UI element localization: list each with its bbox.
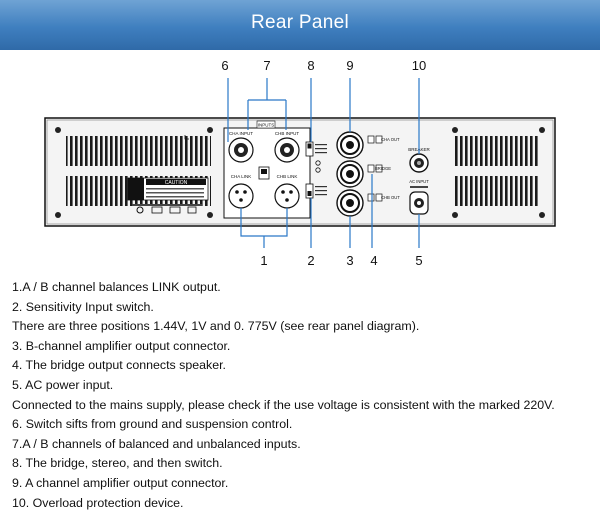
- ac-input-label: AC INPUT: [409, 179, 429, 184]
- description-list: 1.A / B channel balances LINK output. 2.…: [12, 278, 597, 513]
- cha-input-label: CHA INPUT: [229, 131, 253, 136]
- bridge-label: BRIDGE: [375, 166, 391, 171]
- header-background: [0, 0, 600, 50]
- callout-3: 3: [346, 253, 353, 268]
- description-line: 10. Overload protection device.: [12, 495, 184, 510]
- chb-link-xlr: [274, 183, 300, 209]
- header-banner: Rear Panel: [0, 0, 600, 50]
- caution-text: CAUTION: [165, 180, 188, 186]
- callout-lines: [227, 78, 420, 248]
- description-line: 6. Switch sifts from ground and suspensi…: [12, 417, 293, 432]
- inputs-module: INPUTS CHA INPUT CHB INPUT CHA LINK CHB …: [223, 120, 311, 219]
- description-line: Connected to the mains supply, please ch…: [12, 397, 555, 412]
- caution-label: CAUTION: [127, 135, 209, 214]
- rear-panel-diagram: CAUTION INPUTS CHA INPUT CHB INPUT CHA L…: [44, 58, 556, 268]
- callout-8: 8: [307, 58, 314, 73]
- bottom-callouts: 1 2 3 4 5: [260, 253, 422, 268]
- description-line: There are three positions 1.44V, 1V and …: [12, 319, 420, 334]
- description-line: 1.A / B channel balances LINK output.: [12, 280, 221, 294]
- description-line: 2. Sensitivity Input switch.: [12, 299, 154, 314]
- callout-6: 6: [221, 58, 228, 73]
- description-line: 9. A channel amplifier output connector.: [12, 475, 229, 490]
- cha-link-label: CHA LINK: [231, 174, 252, 179]
- callout-2: 2: [307, 253, 314, 268]
- callout-1: 1: [260, 253, 267, 268]
- callout-7: 7: [263, 58, 270, 73]
- callout-10: 10: [412, 58, 426, 73]
- description-line: 8. The bridge, stereo, and then switch.: [12, 456, 223, 471]
- callout-9: 9: [346, 58, 353, 73]
- page-title: Rear Panel: [250, 12, 350, 33]
- chb-link-label: CHB LINK: [277, 174, 298, 179]
- right-vent-grille: [452, 127, 545, 218]
- mode-switches: [305, 141, 327, 199]
- cha-link-xlr: [228, 183, 254, 209]
- chassis-inner-edge: [46, 119, 554, 225]
- callout-5: 5: [415, 253, 422, 268]
- callout-4: 4: [370, 253, 377, 268]
- description-line: 7.A / B channels of balanced and unbalan…: [12, 436, 301, 451]
- inputs-label: INPUTS: [258, 123, 275, 128]
- top-callouts: 6 7 8 9 10: [221, 58, 426, 73]
- description-line: 4. The bridge output connects speaker.: [12, 358, 226, 373]
- chb-input-label: CHB INPUT: [275, 131, 300, 136]
- description-line: 3. B-channel amplifier output connector.: [12, 338, 231, 353]
- description-line: 5. AC power input.: [12, 377, 114, 392]
- chb-out-label: CHB OUT: [381, 195, 400, 200]
- cha-out-label: CHA OUT: [381, 137, 400, 142]
